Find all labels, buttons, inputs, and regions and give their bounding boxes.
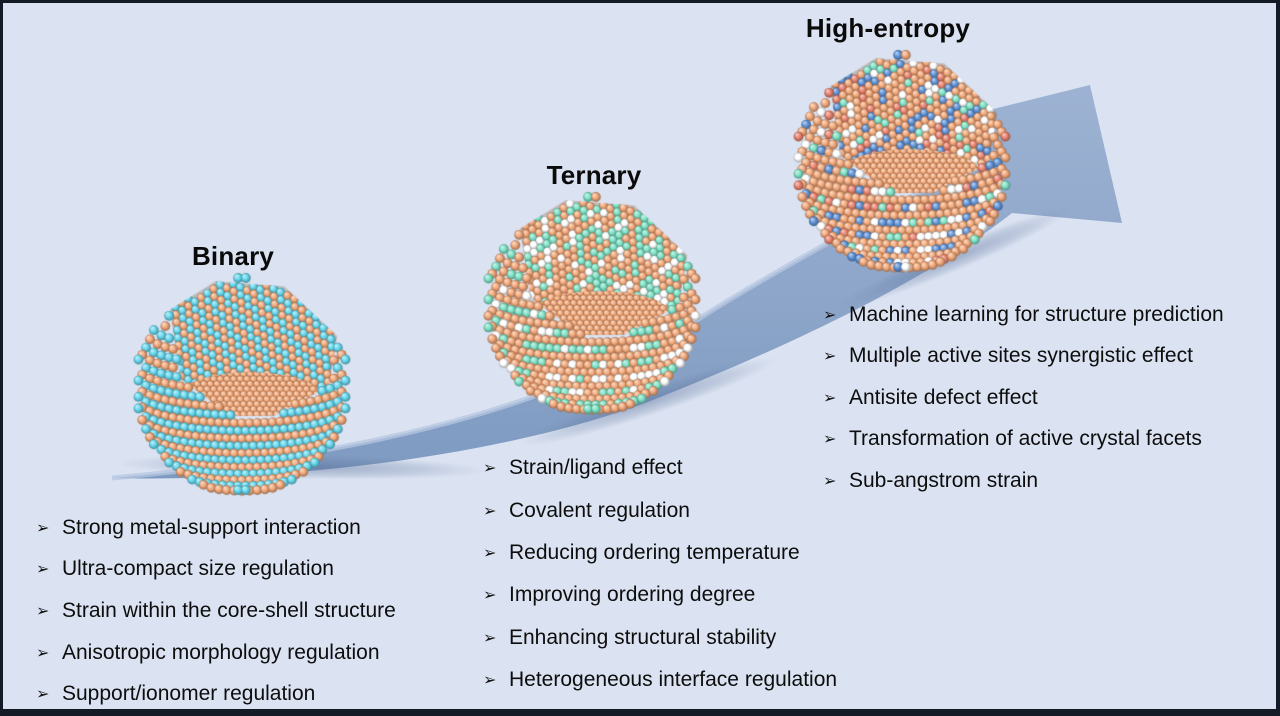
list-item: ➢ Ultra-compact size regulation [36, 549, 396, 591]
ternary-feature-list: ➢ Strain/ligand effect ➢ Covalent regulati… [483, 447, 837, 701]
list-item: ➢ Improving ordering degree [483, 574, 837, 616]
list-item-label: Enhancing structural stability [509, 625, 777, 649]
list-item-label: Heterogeneous interface regulation [509, 668, 838, 692]
list-item-label: Antisite defect effect [849, 385, 1038, 409]
bullet-arrow-icon: ➢ [36, 644, 50, 662]
bullet-arrow-icon: ➢ [823, 389, 837, 407]
list-item: ➢ Covalent regulation [483, 489, 837, 531]
list-item-label: Support/ionomer regulation [62, 682, 316, 706]
stage-title-ternary: Ternary [546, 160, 642, 190]
bullet-arrow-icon: ➢ [823, 472, 837, 490]
list-item: ➢ Sub-angstrom strain [823, 460, 1224, 502]
list-item: ➢ Strong metal-support interaction [36, 507, 396, 549]
bullet-arrow-icon: ➢ [483, 502, 497, 520]
high-entropy-feature-list: ➢ Machine learning for structure predicti… [823, 294, 1224, 502]
list-item: ➢ Anisotropic morphology regulation [36, 632, 396, 674]
stage-title-binary: Binary [191, 241, 275, 271]
list-item: ➢ Strain within the core-shell structure [36, 590, 396, 632]
list-item: ➢ Reducing ordering temperature [483, 532, 837, 574]
list-item-label: Anisotropic morphology regulation [62, 640, 380, 664]
bullet-arrow-icon: ➢ [483, 460, 497, 478]
list-item-label: Improving ordering degree [509, 583, 756, 607]
bullet-arrow-icon: ➢ [36, 686, 50, 704]
stage-title-high-entropy: High-entropy [805, 13, 971, 43]
binary-feature-list: ➢ Strong metal-support interaction ➢ Ultra… [36, 507, 396, 709]
list-item: ➢ Transformation of active crystal facets [823, 419, 1224, 461]
list-item-label: Ultra-compact size regulation [62, 557, 334, 581]
bullet-arrow-icon: ➢ [823, 348, 837, 366]
bullet-arrow-icon: ➢ [36, 519, 50, 537]
list-item: ➢ Heterogeneous interface regulation [483, 659, 837, 701]
list-item-label: Multiple active sites synergistic effect [849, 344, 1193, 368]
list-item-label: Transformation of active crystal facets [849, 427, 1202, 451]
list-item-label: Reducing ordering temperature [509, 540, 800, 564]
list-item: ➢ Support/ionomer regulation [36, 673, 396, 709]
list-item-label: Sub-angstrom strain [849, 468, 1039, 492]
bullet-arrow-icon: ➢ [483, 672, 497, 690]
bullet-arrow-icon: ➢ [36, 561, 50, 579]
bullet-arrow-icon: ➢ [823, 431, 837, 449]
list-item: ➢ Enhancing structural stability [483, 617, 837, 659]
list-item-label: Machine learning for structure predictio… [849, 302, 1224, 326]
list-item: ➢ Antisite defect effect [823, 377, 1224, 419]
bullet-arrow-icon: ➢ [483, 587, 497, 605]
list-item-label: Covalent regulation [509, 498, 690, 522]
list-item: ➢ Multiple active sites synergistic effec… [823, 336, 1224, 378]
list-item: ➢ Strain/ligand effect [483, 447, 837, 489]
bullet-arrow-icon: ➢ [823, 306, 837, 324]
bullet-arrow-icon: ➢ [483, 629, 497, 647]
list-item-label: Strong metal-support interaction [62, 515, 361, 539]
nanoparticle-canvas [3, 3, 1276, 709]
bullet-arrow-icon: ➢ [483, 544, 497, 562]
bullet-arrow-icon: ➢ [36, 602, 50, 620]
list-item-label: Strain/ligand effect [509, 456, 683, 480]
list-item: ➢ Machine learning for structure predicti… [823, 294, 1224, 336]
list-item-label: Strain within the core-shell structure [62, 598, 396, 622]
